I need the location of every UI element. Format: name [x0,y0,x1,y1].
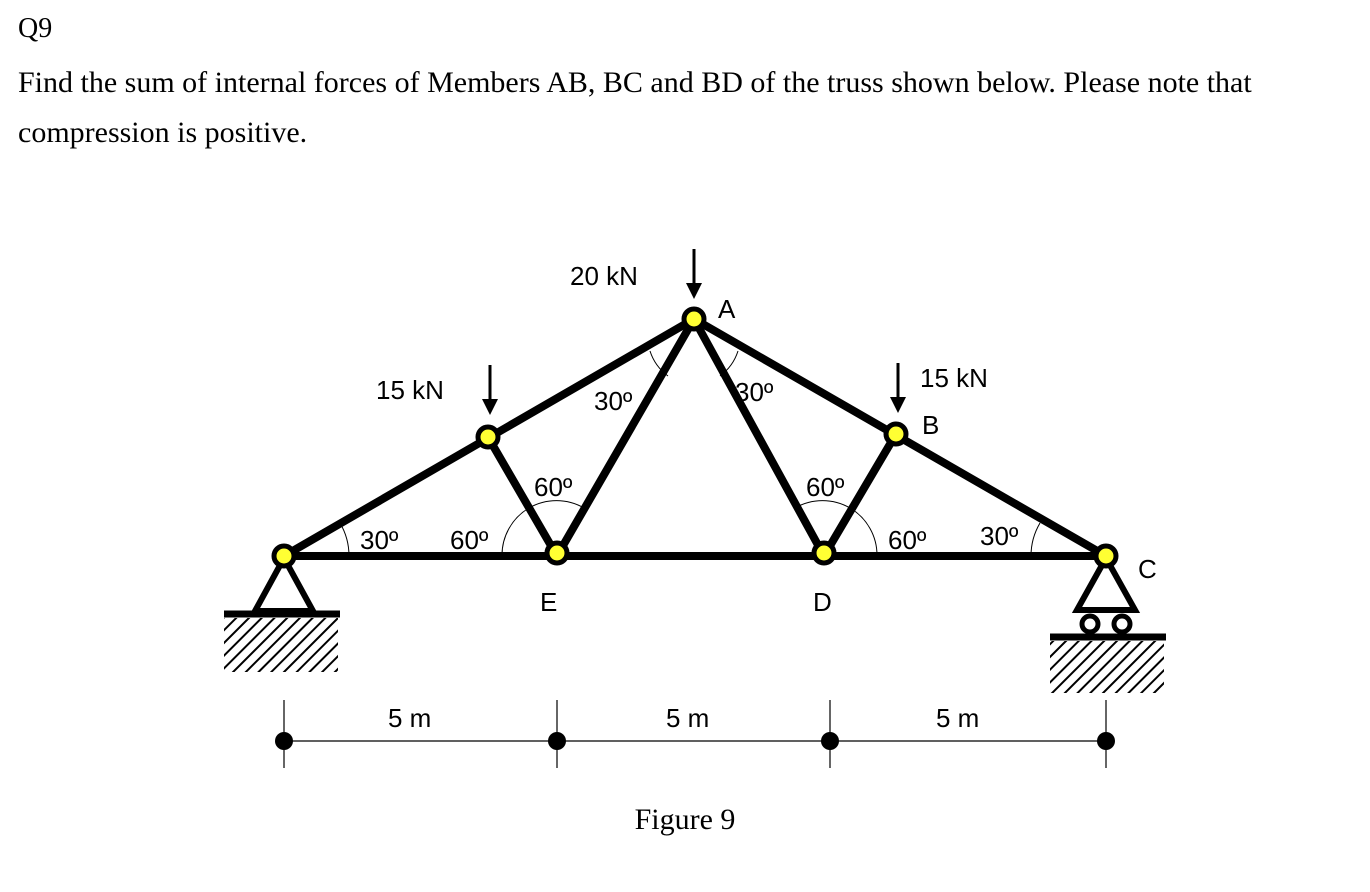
joint-label-c: C [1138,554,1157,584]
angle-label-apex-right: 30º [735,377,774,407]
roller-right [1111,613,1133,635]
load-label-left: 15 kN [376,375,444,405]
arc-d-right [849,507,878,557]
joint-left-top [475,424,501,450]
load-arrow-left-head [482,399,498,415]
right-ground-hatch [1050,641,1164,693]
load-label-right: 15 kN [920,363,988,393]
joint-label-a: A [718,294,736,324]
angle-label-right-support: 30º [980,521,1019,551]
left-pin-triangle [249,551,319,614]
joint-label-b: B [922,410,939,440]
left-support [224,551,340,672]
joint-d [811,540,837,566]
load-arrow-right-head [890,397,906,413]
angle-label-apex-left: 30º [594,386,633,416]
arc-right-support [1030,522,1041,557]
joint-c [1093,543,1119,569]
load-arrows [482,249,906,415]
dimension-label-1: 5 m [388,703,431,733]
dimension-dot-1 [275,732,293,750]
dimension-dot-2 [548,732,566,750]
right-roller-triangle [1071,551,1141,613]
joint-e [544,540,570,566]
member-ad [690,315,828,560]
member-bd [820,430,900,560]
right-support [1050,551,1166,693]
roller-left [1079,613,1101,635]
joint-label-d: D [813,587,832,617]
angle-label-d-right: 60º [888,525,927,555]
figure-caption: Figure 9 [634,803,736,836]
load-arrow-center-head [686,283,702,299]
load-label-center: 20 kN [570,261,638,291]
arc-e-top [528,500,585,509]
angle-label-e-top: 60º [534,472,573,502]
dimension-dot-3 [821,732,839,750]
left-ground-hatch [224,618,338,672]
arc-left-support [339,522,350,557]
member-left-web [484,433,561,560]
dimension-label-2: 5 m [666,703,709,733]
dimension-dot-4 [1097,732,1115,750]
joint-a [681,306,707,332]
truss-joints [271,306,1119,569]
angle-label-left-support: 30º [360,525,399,555]
angle-label-d-top: 60º [806,472,845,502]
arc-apex-left [649,350,669,377]
question-text: Find the sum of internal forces of Membe… [18,66,1252,149]
dimension-line [275,700,1115,768]
member-ea [553,315,698,560]
question-number: Q9 [18,13,53,44]
arc-e-left [501,507,530,557]
joint-left-support [271,543,297,569]
joint-label-e: E [540,587,557,617]
angle-label-e-left: 60º [450,525,489,555]
dimension-label-3: 5 m [936,703,979,733]
joint-b [883,421,909,447]
